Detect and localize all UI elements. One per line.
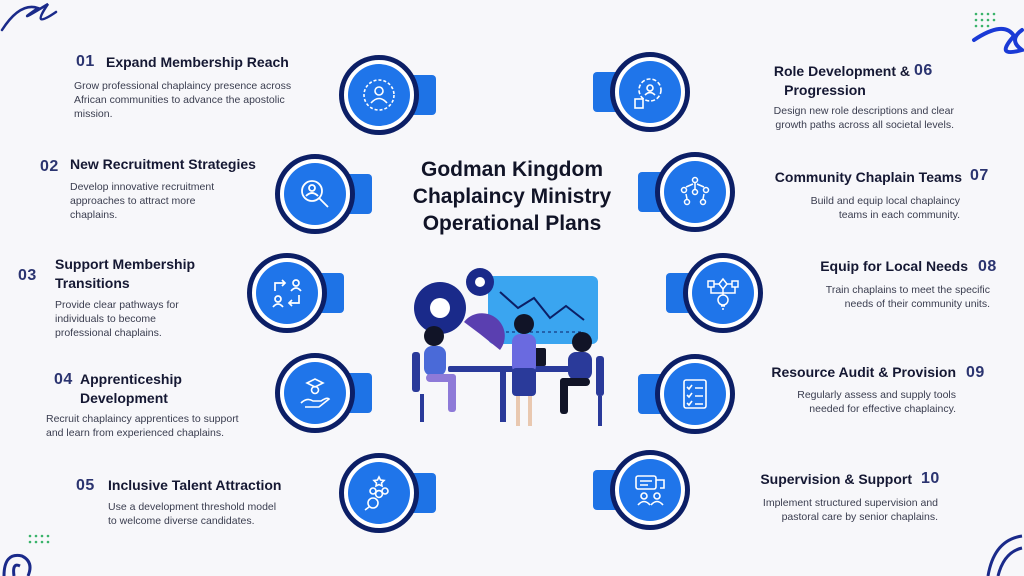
main-title: Godman Kingdom Chaplaincy Ministry Opera… <box>392 156 632 237</box>
main-title-line-2: Chaplaincy Ministry <box>412 185 612 208</box>
plan-badge <box>260 350 372 436</box>
corner-scribble-top-left <box>0 2 58 32</box>
plan-number: 07 <box>970 167 989 184</box>
plan-badge <box>638 351 750 437</box>
plan-badge <box>666 250 778 336</box>
plan-title: Expand Membership Reach <box>106 54 289 70</box>
plan-badge <box>324 450 436 536</box>
plan-number: 03 <box>18 267 37 284</box>
gear-small-icon <box>466 268 494 296</box>
plan-title: Inclusive Talent Attraction <box>108 477 282 493</box>
plan-badge <box>260 151 372 237</box>
corner-scribble-top-right <box>972 12 1024 55</box>
person-badge-icon <box>348 64 410 126</box>
team-meeting-illustration <box>412 268 604 426</box>
plan-number: 09 <box>966 364 985 381</box>
plan-title: Community Chaplain Teams <box>774 169 962 185</box>
plan-badge <box>638 149 750 235</box>
plan-description: Grow professional chaplaincy presence ac… <box>74 80 292 120</box>
plan-number: 10 <box>921 470 940 487</box>
plan-number: 02 <box>40 158 59 175</box>
main-title-line-3: Operational Plans <box>422 212 602 235</box>
transition-arrows-icon <box>256 262 318 324</box>
plan-badge <box>593 49 705 135</box>
gear-person-icon <box>619 61 681 123</box>
plan-number: 06 <box>914 62 933 79</box>
magnifier-person-icon <box>284 163 346 225</box>
plan-number: 01 <box>76 53 95 70</box>
corner-scribble-bottom-left <box>2 534 50 576</box>
plan-description: Recruit chaplaincy apprentices to suppor… <box>46 413 239 439</box>
plan-badge <box>324 52 436 138</box>
checklist-icon <box>664 363 726 425</box>
plan-title: Equip for Local Needs <box>820 258 968 274</box>
graduate-hand-icon <box>284 362 346 424</box>
team-network-icon <box>664 161 726 223</box>
plan-badge <box>232 250 344 336</box>
plan-number: 04 <box>54 371 73 388</box>
main-title-line-1: Godman Kingdom <box>421 158 603 181</box>
flow-bulb-icon <box>692 262 754 324</box>
plan-title: Resource Audit & Provision <box>771 364 956 380</box>
mentor-chat-icon <box>619 459 681 521</box>
plan-badge <box>593 447 705 533</box>
corner-scribble-bottom-right <box>986 534 1023 576</box>
plan-number: 08 <box>978 258 997 275</box>
gear-large-icon <box>414 282 466 334</box>
plan-number: 05 <box>76 477 95 494</box>
plan-title: Supervision & Support <box>760 471 912 487</box>
plan-title: Role Development &Progression <box>773 63 910 98</box>
plan-title: New Recruitment Strategies <box>70 156 256 172</box>
group-search-icon <box>348 462 410 524</box>
